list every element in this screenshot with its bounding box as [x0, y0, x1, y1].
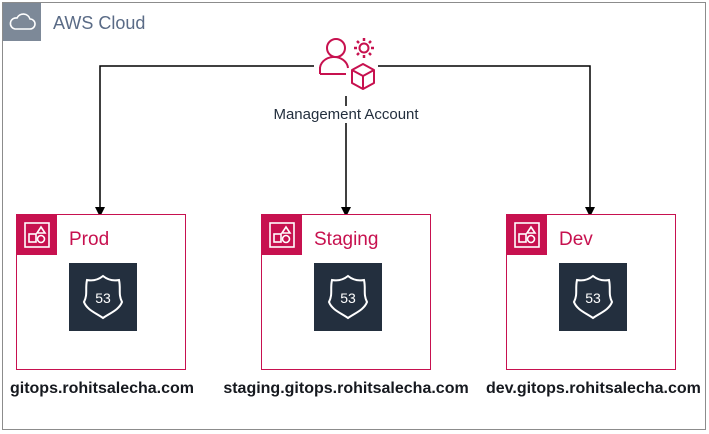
account-icon	[17, 215, 57, 255]
user-settings-icon	[314, 34, 378, 96]
account-icon	[507, 215, 547, 255]
cloud-icon	[3, 3, 41, 41]
route53-badge-text: 53	[340, 290, 356, 306]
route53-badge-text: 53	[95, 290, 111, 306]
route53-icon: 53	[559, 263, 627, 331]
account-icon	[262, 215, 302, 255]
connector-dev	[378, 65, 595, 217]
route53-badge-text: 53	[585, 290, 601, 306]
domain-staging: staging.gitops.rohitsalecha.com	[223, 380, 469, 397]
route53-icon: 53	[69, 263, 137, 331]
management-account-label: Management Account	[246, 106, 446, 123]
account-name-prod: Prod	[69, 229, 110, 250]
connector-prod	[95, 65, 314, 217]
account-prod: Prod 53	[16, 214, 186, 370]
account-name-staging: Staging	[314, 229, 379, 250]
account-staging: Staging 53	[261, 214, 431, 370]
cloud-label: AWS Cloud	[53, 13, 146, 33]
account-dev: Dev 53	[506, 214, 676, 370]
account-name-dev: Dev	[559, 229, 593, 250]
domain-prod: gitops.rohitsalecha.com	[9, 380, 195, 397]
domain-dev: dev.gitops.rohitsalecha.com	[486, 380, 701, 397]
aws-cloud-group: AWS Cloud	[2, 2, 706, 430]
route53-icon: 53	[314, 263, 382, 331]
